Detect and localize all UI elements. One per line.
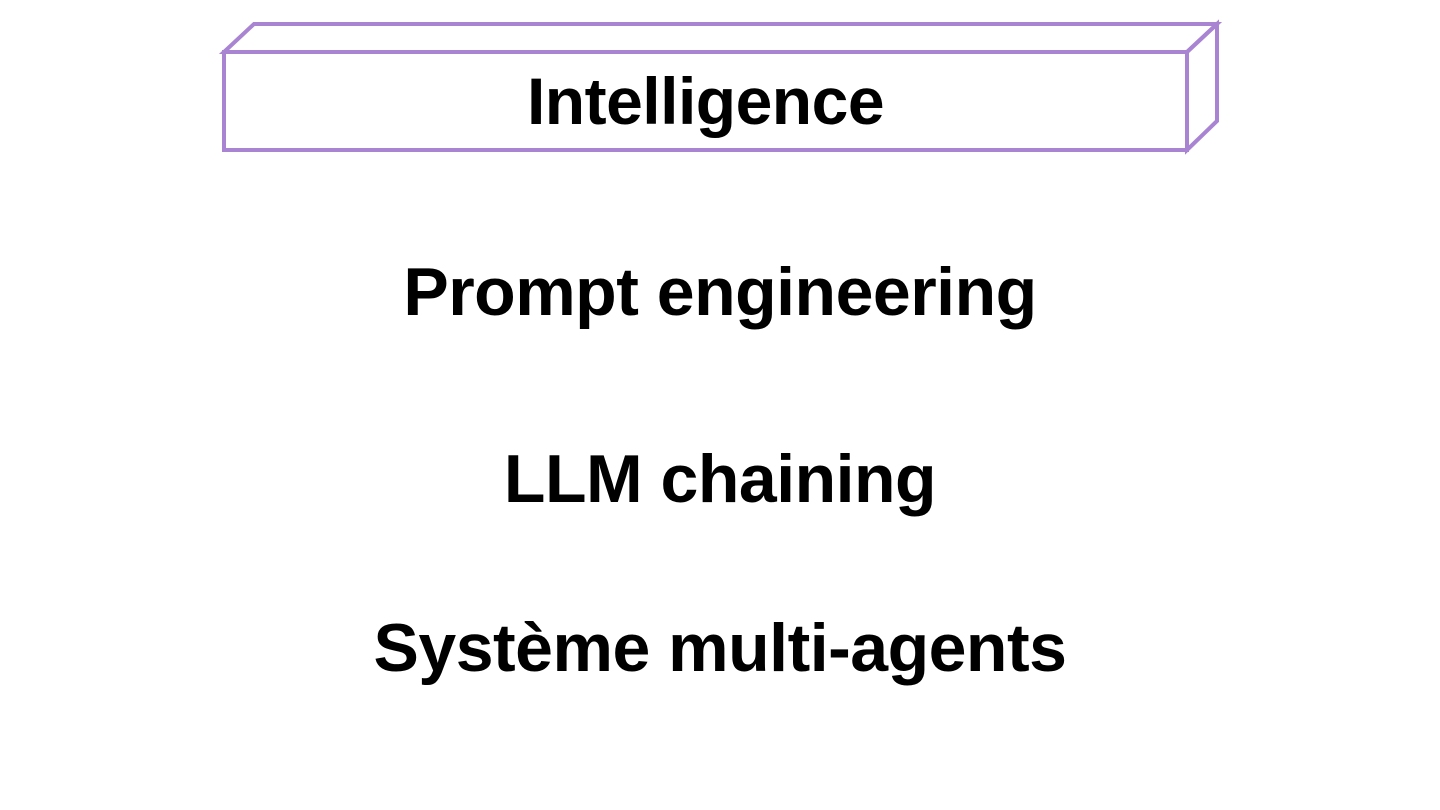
intelligence-box-label: Intelligence bbox=[526, 64, 885, 138]
item-llm-chaining: LLM chaining bbox=[503, 441, 937, 517]
item-prompt-engineering: Prompt engineering bbox=[403, 254, 1037, 330]
box-3d-outline bbox=[218, 19, 1223, 155]
box-side-face bbox=[1185, 19, 1219, 155]
box-front-face bbox=[222, 50, 1189, 152]
box-top-face bbox=[218, 22, 1223, 54]
item-multi-agent-system: Système multi-agents bbox=[373, 610, 1067, 686]
